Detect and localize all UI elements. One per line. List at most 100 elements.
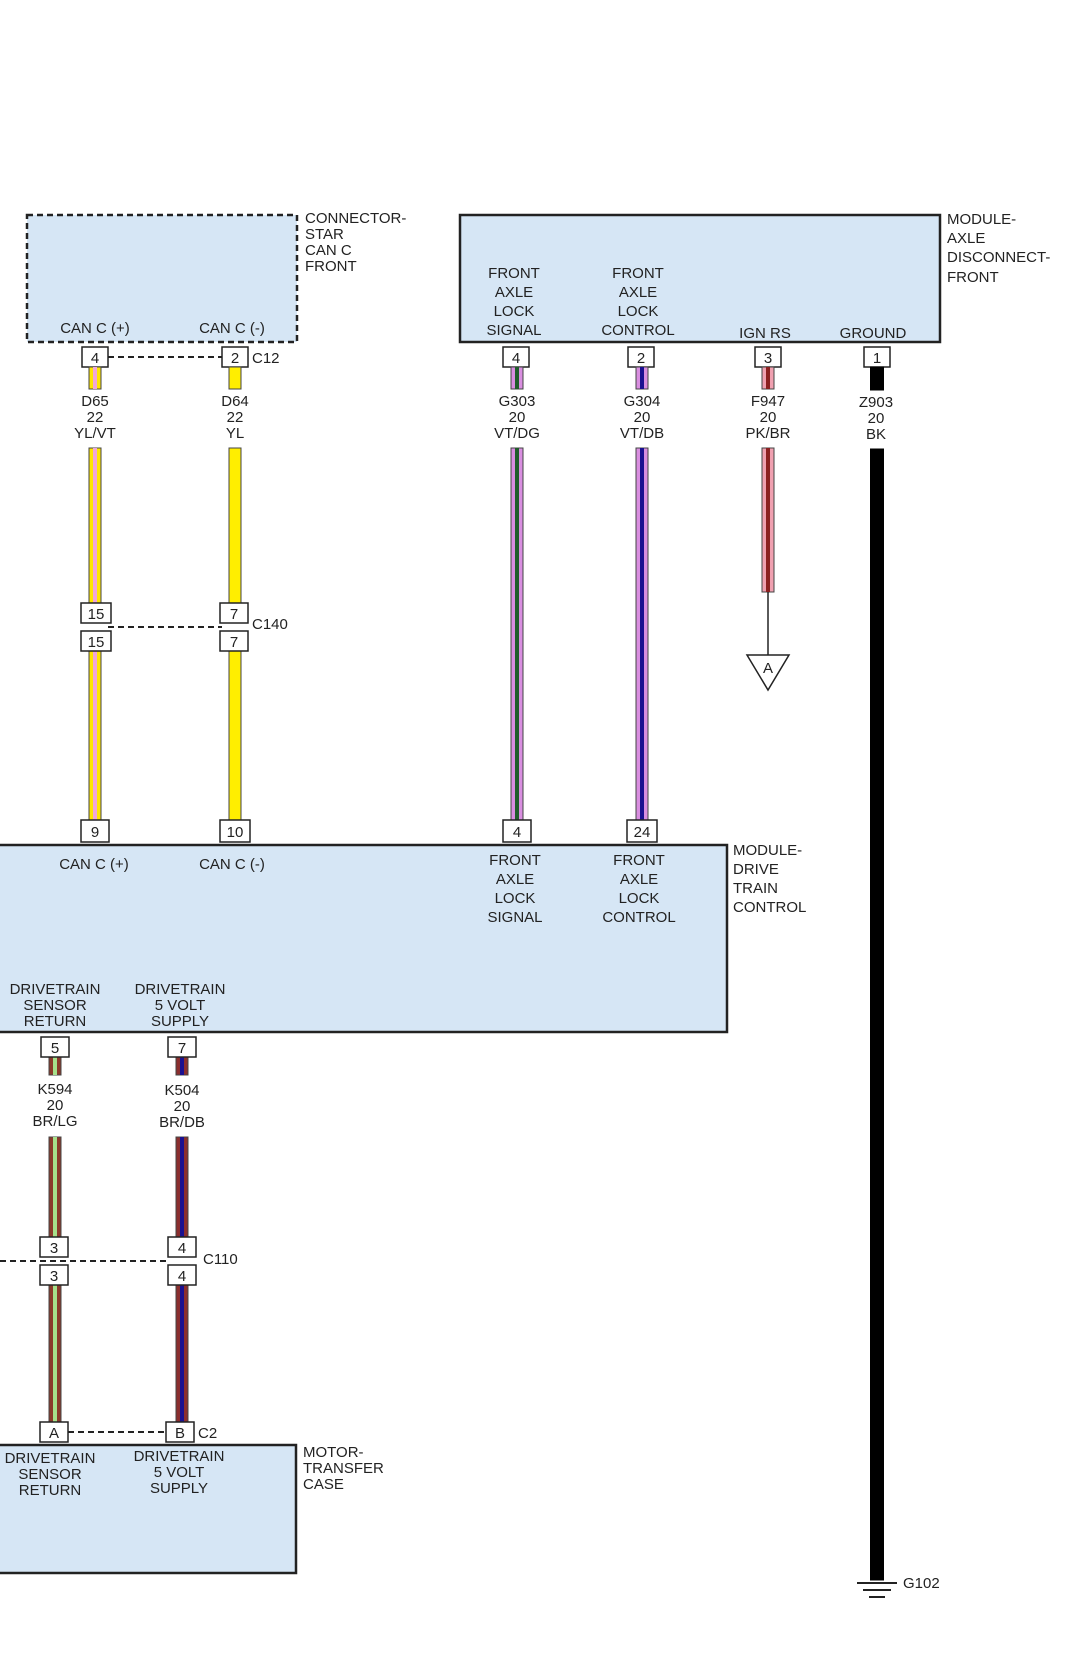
dtc-label-dsr-3: RETURN xyxy=(24,1013,87,1030)
axle-label-fals-2: AXLE xyxy=(495,284,533,301)
c110-pin-4-b-label: 4 xyxy=(178,1268,186,1285)
wire-g303-circuit: G303 xyxy=(499,393,536,410)
dtc-label-fals-1: FRONT xyxy=(489,852,541,869)
module-dtc-title-4: CONTROL xyxy=(733,899,806,916)
wire-g304-run-stripe xyxy=(640,448,644,820)
dtc-pin-24 xyxy=(626,819,658,843)
connector-star-box xyxy=(25,213,299,344)
wire-d65-gauge: 22 xyxy=(87,409,104,426)
wire-f947-circuit: F947 xyxy=(751,393,785,410)
wire-k504-gauge: 20 xyxy=(174,1098,191,1115)
wire-g303-run xyxy=(510,447,524,821)
wire-g303-color: VT/DG xyxy=(494,425,540,442)
module-dtc-title-2: DRIVE xyxy=(733,861,779,878)
wire-k594-lower xyxy=(48,1284,62,1423)
dtc-pin-5 xyxy=(40,1036,70,1058)
c110-pin-4-b xyxy=(167,1264,197,1286)
offpage-ref-label: A xyxy=(763,660,773,677)
connector-star-title-4: FRONT xyxy=(305,258,357,275)
dtc-pin-24-label: 24 xyxy=(634,824,651,841)
c140-pin-7-a xyxy=(219,602,249,624)
motor-label-d5v-2: 5 VOLT xyxy=(154,1464,205,1481)
c140-pin-15-b xyxy=(80,630,112,652)
wire-g304-gauge: 20 xyxy=(634,409,651,426)
c140-pin-15-b-label: 15 xyxy=(88,634,105,651)
motor-label-dsr-3: RETURN xyxy=(19,1482,82,1499)
wire-z903-run xyxy=(870,448,884,1581)
axle-label-fals-4: SIGNAL xyxy=(486,322,541,339)
module-axle-title-1: MODULE- xyxy=(947,211,1016,228)
wire-g303-stub-stripe xyxy=(515,367,519,389)
dtc-pin-10 xyxy=(219,819,251,843)
dtc-label-fals-4: SIGNAL xyxy=(487,909,542,926)
wire-k594-stub-stripe xyxy=(53,1057,57,1075)
connector-star-title-1: CONNECTOR- xyxy=(305,210,406,227)
wire-g304-circuit: G304 xyxy=(624,393,661,410)
c140-pin-7-b xyxy=(219,630,249,652)
motor-transfer-title-3: CASE xyxy=(303,1476,344,1493)
c140-id: C140 xyxy=(252,616,288,633)
wire-z903-stub-base xyxy=(870,366,884,391)
wire-d64-color: YL xyxy=(226,425,244,442)
axle-pin-4-label: 4 xyxy=(512,350,520,367)
c2-pin-b xyxy=(165,1421,195,1443)
wire-d64-lower xyxy=(228,650,242,821)
wire-d65-stub xyxy=(88,366,102,390)
c12-id: C12 xyxy=(252,350,280,367)
wire-z903-circuit: Z903 xyxy=(859,394,893,411)
c110-pin-3-b xyxy=(39,1264,69,1286)
axle-label-falc-2: AXLE xyxy=(619,284,657,301)
dtc-label-dsr-1: DRIVETRAIN xyxy=(10,981,101,998)
module-dtc-title-1: MODULE- xyxy=(733,842,802,859)
dtc-pin-4-label: 4 xyxy=(513,824,521,841)
c140-pin-15-a xyxy=(80,602,112,624)
wire-d65-circuit: D65 xyxy=(81,393,109,410)
c12-pin-2-label: 2 xyxy=(231,350,239,367)
dtc-label-d5v-2: 5 VOLT xyxy=(155,997,206,1014)
ground-id: G102 xyxy=(903,1575,940,1592)
c2-id: C2 xyxy=(198,1425,217,1442)
wire-k594-circuit: K594 xyxy=(37,1081,72,1098)
c110-pin-3-a xyxy=(39,1236,69,1258)
c110-pin-3-b-label: 3 xyxy=(50,1268,58,1285)
c2-pin-a xyxy=(39,1421,69,1443)
wire-d65-upper xyxy=(88,447,102,604)
dtc-label-falc-2: AXLE xyxy=(620,871,658,888)
wire-d64-upper xyxy=(228,447,242,604)
dtc-label-falc-4: CONTROL xyxy=(602,909,675,926)
wire-k504-stub xyxy=(175,1056,189,1076)
dtc-pin-10-label: 10 xyxy=(227,824,244,841)
dtc-pin-9 xyxy=(80,819,110,843)
motor-label-d5v-1: DRIVETRAIN xyxy=(134,1448,225,1465)
axle-pin-2-label: 2 xyxy=(637,350,645,367)
dtc-pin-4 xyxy=(502,819,532,843)
wire-g304-stub xyxy=(635,366,649,390)
wire-z903-stub xyxy=(870,366,884,391)
wire-k504-upper xyxy=(175,1136,189,1238)
axle-pin-1-label: 1 xyxy=(873,350,881,367)
connector-star-title-3: CAN C xyxy=(305,242,352,259)
dtc-pin-7-label: 7 xyxy=(178,1040,186,1057)
wire-k504-upper-stripe xyxy=(180,1137,184,1237)
dtc-label-dsr-2: SENSOR xyxy=(23,997,87,1014)
wire-k594-color: BR/LG xyxy=(32,1113,77,1130)
c140-pin-7-a-label: 7 xyxy=(230,606,238,623)
wire-k504-lower xyxy=(175,1284,189,1423)
motor-label-d5v-3: SUPPLY xyxy=(150,1480,208,1497)
dtc-pin-7 xyxy=(167,1036,197,1058)
connector-star-pin-label-2: CAN C (-) xyxy=(199,320,265,337)
motor-label-dsr-2: SENSOR xyxy=(18,1466,82,1483)
wire-f947-gauge: 20 xyxy=(760,409,777,426)
wire-z903-gauge: 20 xyxy=(868,410,885,427)
wire-d64-upper-base xyxy=(228,447,242,604)
wire-d65-lower-stripe xyxy=(93,651,97,820)
c2-pin-a-label: A xyxy=(49,1425,59,1442)
axle-label-ign-rs: IGN RS xyxy=(739,325,791,342)
axle-label-fals-1: FRONT xyxy=(488,265,540,282)
dtc-label-d5v-3: SUPPLY xyxy=(151,1013,209,1030)
wire-f947-run xyxy=(761,447,775,593)
dtc-label-fals-3: LOCK xyxy=(495,890,536,907)
wire-k594-gauge: 20 xyxy=(47,1097,64,1114)
axle-label-ground: GROUND xyxy=(840,325,907,342)
